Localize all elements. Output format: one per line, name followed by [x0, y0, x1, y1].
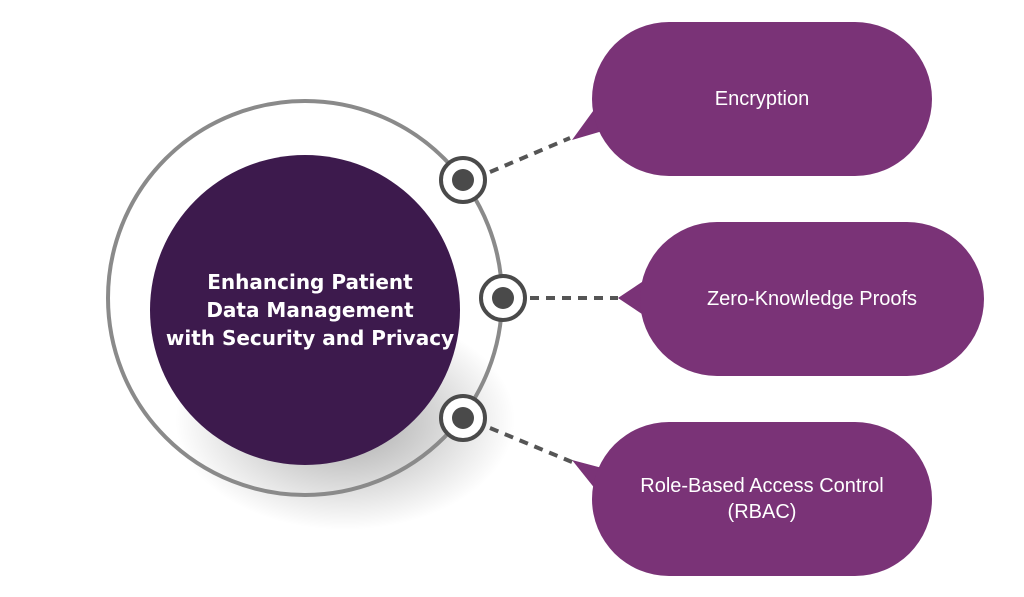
center-title: Enhancing Patient Data Management with S… — [150, 165, 470, 455]
bubble-encryption-label: Encryption — [714, 88, 810, 110]
node-encryption — [439, 156, 487, 204]
bubble-zkp: Zero-Knowledge Proofs — [640, 222, 984, 376]
bubble-rbac-label-line1: Role-Based Access Control — [640, 475, 884, 497]
center-title-line2: Data Management — [206, 298, 414, 322]
center-title-line1: Enhancing Patient — [207, 270, 413, 294]
bubble-rbac-label-line2: (RBAC) — [727, 501, 797, 523]
bubble-zkp-label: Zero-Knowledge Proofs — [706, 288, 918, 310]
center-circle — [150, 155, 460, 465]
node-zkp — [479, 274, 527, 322]
connector-encryption — [489, 136, 571, 174]
bubble-encryption: Encryption — [592, 22, 932, 176]
center-title-line3: with Security and Privacy — [165, 326, 455, 350]
bubble-rbac: Role-Based Access Control (RBAC) — [592, 422, 932, 576]
node-rbac — [439, 394, 487, 442]
